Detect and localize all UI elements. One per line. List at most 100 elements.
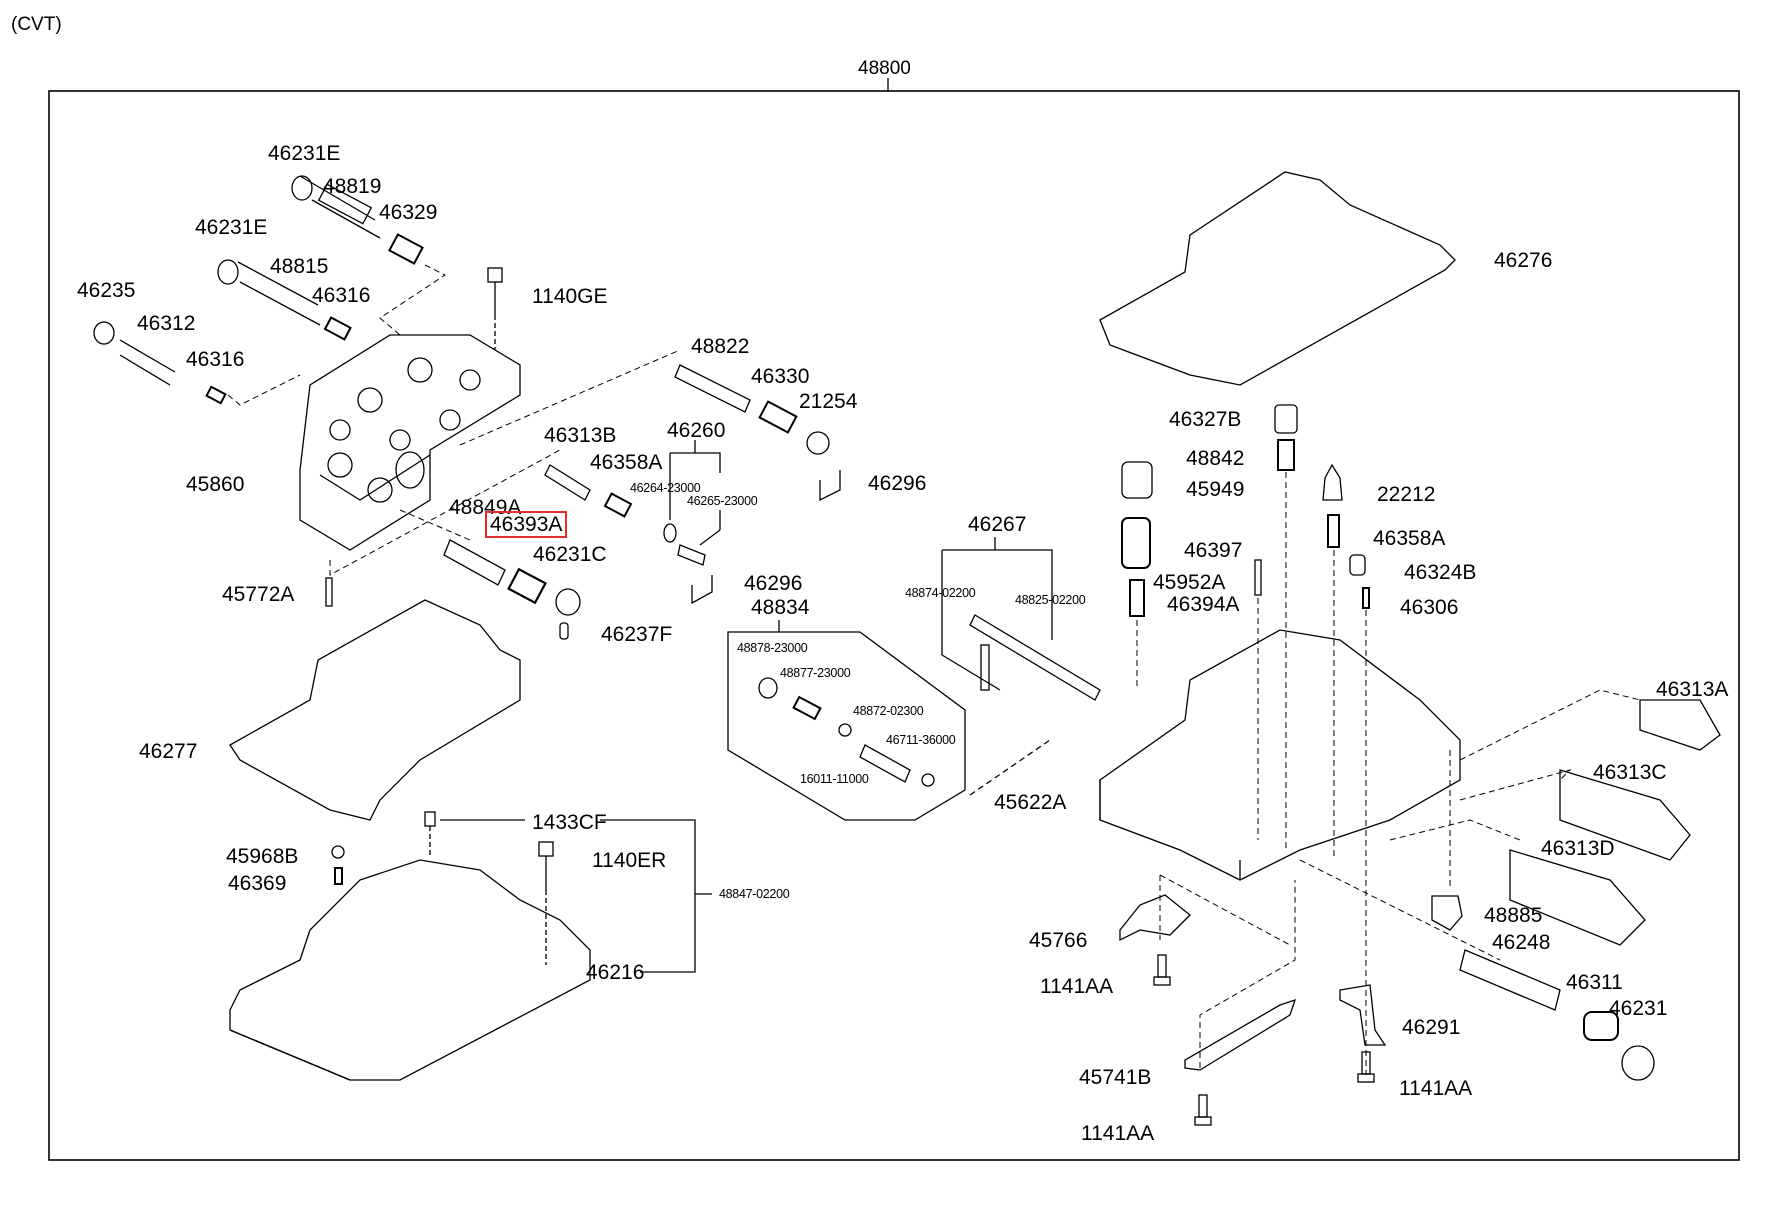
valve-body-45860[interactable]	[299, 334, 521, 551]
callout-label[interactable]: 46231E	[268, 142, 341, 165]
callout-label[interactable]: 46312	[137, 312, 196, 335]
spring-48877-23000[interactable]	[792, 695, 822, 721]
bracket-45766[interactable]	[1119, 894, 1191, 942]
spring-46369[interactable]	[334, 867, 343, 885]
callout-label[interactable]: 48872-02300	[853, 704, 924, 718]
callout-label[interactable]: 46711-36000	[886, 733, 956, 747]
plug-46235[interactable]	[93, 321, 176, 386]
part-48874-02200[interactable]	[980, 644, 990, 691]
callout-label[interactable]: 46329	[379, 201, 438, 224]
spring-46311[interactable]	[1583, 1011, 1619, 1041]
plug-45968B[interactable]	[331, 845, 345, 859]
solenoid-46313D[interactable]	[1509, 849, 1646, 946]
spring-48842[interactable]	[1277, 439, 1295, 471]
callout-label[interactable]: 46267	[968, 513, 1027, 536]
part-46264-23000[interactable]	[663, 523, 677, 543]
separator-plate-46277[interactable]	[229, 599, 521, 821]
callout-label[interactable]: 45949	[1186, 478, 1245, 501]
valve-body-45622A[interactable]	[1099, 629, 1461, 881]
callout-label[interactable]: 48819	[323, 175, 382, 198]
callout-label[interactable]: 48849A	[449, 496, 522, 519]
callout-label[interactable]: 46330	[751, 365, 810, 388]
part-48872-02300[interactable]	[859, 744, 911, 783]
bolt-1140GE[interactable]	[487, 267, 503, 350]
valve-body-46216[interactable]	[229, 859, 591, 1081]
callout-label[interactable]: 46313B	[544, 424, 617, 447]
assembly-part-number[interactable]: 48800	[858, 58, 911, 79]
ball-16011-11000[interactable]	[838, 723, 852, 737]
callout-label[interactable]: 46291	[1402, 1016, 1461, 1039]
callout-label[interactable]: 46358A	[590, 451, 663, 474]
callout-label[interactable]: 46327B	[1169, 408, 1242, 431]
callout-label[interactable]: 1141AA	[1040, 975, 1114, 998]
callout-label[interactable]: 46231C	[533, 543, 607, 566]
callout-label[interactable]: 22212	[1377, 483, 1436, 506]
callout-label[interactable]: 46235	[77, 279, 136, 302]
callout-label[interactable]: 46306	[1400, 596, 1459, 619]
valve-48849A[interactable]	[443, 539, 506, 586]
part-48825-02200[interactable]	[969, 614, 1101, 701]
callout-label-highlighted[interactable]: 46393A	[484, 511, 568, 538]
callout-label[interactable]: 1140GE	[532, 285, 608, 308]
spring-46316[interactable]	[323, 316, 352, 341]
callout-label[interactable]: 46313C	[1593, 761, 1667, 784]
valve-48822[interactable]	[674, 364, 751, 413]
spring-46358A[interactable]	[603, 492, 633, 518]
callout-label[interactable]: 46324B	[1404, 561, 1477, 584]
part-46265-23000[interactable]	[677, 544, 706, 566]
bracket-46291[interactable]	[1339, 984, 1387, 1046]
pin-45772A[interactable]	[325, 577, 333, 607]
callout-label[interactable]: 48842	[1186, 447, 1245, 470]
callout-label[interactable]: 48834	[751, 596, 810, 619]
callout-label[interactable]: 46316	[312, 284, 371, 307]
callout-label[interactable]: 46397	[1184, 539, 1243, 562]
pin-1433CF[interactable]	[424, 811, 525, 858]
valve-46248[interactable]	[1459, 949, 1561, 1011]
cup-45949[interactable]	[1121, 461, 1153, 499]
solenoid-46313C[interactable]	[1559, 769, 1691, 861]
bolt-1140ER[interactable]	[538, 841, 554, 965]
callout-label[interactable]: 1433CF	[532, 811, 607, 834]
callout-label[interactable]: 45741B	[1079, 1066, 1152, 1089]
spring-46316-b[interactable]	[205, 385, 227, 405]
callout-label[interactable]: 46313D	[1541, 837, 1615, 860]
plug-46231[interactable]	[1621, 1045, 1655, 1081]
pin-45952A[interactable]	[1254, 559, 1262, 596]
callout-label[interactable]: 45952A	[1153, 571, 1226, 594]
valve-46313B[interactable]	[544, 464, 591, 501]
callout-label[interactable]: 46231E	[195, 216, 268, 239]
callout-label[interactable]: 46311	[1566, 971, 1623, 994]
sensor-48885[interactable]	[1431, 895, 1463, 931]
callout-label[interactable]: 48825-02200	[1015, 593, 1086, 607]
callout-label[interactable]: 46316	[186, 348, 245, 371]
callout-label[interactable]: 45622A	[994, 791, 1067, 814]
cap-46327B[interactable]	[1274, 404, 1298, 434]
callout-label[interactable]: 45860	[186, 473, 245, 496]
callout-label[interactable]: 48877-23000	[780, 666, 851, 680]
spring-46329[interactable]	[388, 233, 424, 265]
ring-46711-36000[interactable]	[921, 773, 935, 787]
callout-label[interactable]: 45772A	[222, 583, 295, 606]
clip-46296-b[interactable]	[691, 575, 713, 605]
callout-label[interactable]: 48847-02200	[719, 887, 790, 901]
callout-label[interactable]: 46358A	[1373, 527, 1446, 550]
callout-label[interactable]: 46216	[586, 961, 645, 984]
part-48878-23000[interactable]	[758, 677, 778, 699]
separator-plate-46276[interactable]	[1099, 171, 1456, 386]
spring-46330[interactable]	[758, 400, 798, 434]
callout-label[interactable]: 46231	[1609, 997, 1668, 1020]
callout-label[interactable]: 48815	[270, 255, 329, 278]
cup-46324B[interactable]	[1349, 554, 1366, 576]
callout-label[interactable]: 46394A	[1167, 593, 1240, 616]
callout-label[interactable]: 46296	[744, 572, 803, 595]
callout-label[interactable]: 48822	[691, 335, 750, 358]
callout-label[interactable]: 46277	[139, 740, 198, 763]
callout-label[interactable]: 46264-23000	[630, 481, 701, 495]
spring-46393A[interactable]	[507, 567, 547, 605]
clip-46296[interactable]	[819, 470, 841, 502]
plug-21254[interactable]	[806, 431, 830, 455]
callout-label[interactable]: 46237F	[601, 623, 673, 646]
callout-label[interactable]: 46313A	[1656, 678, 1729, 701]
bolt-1141AA-b[interactable]	[1357, 1051, 1375, 1083]
callout-label[interactable]: 45968B	[226, 845, 299, 868]
